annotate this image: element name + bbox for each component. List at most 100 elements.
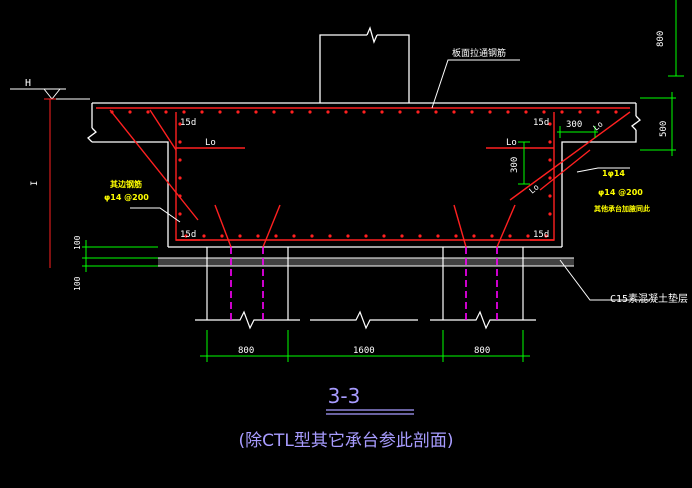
rebar-dot: [434, 110, 438, 114]
rebar-dot: [548, 176, 552, 180]
rebar-dot: [362, 110, 366, 114]
rebar-dot: [220, 234, 224, 238]
rebar-dot: [346, 234, 350, 238]
rebar-dot: [218, 110, 222, 114]
rebar-dot: [548, 194, 552, 198]
rebar-dot: [490, 234, 494, 238]
dim-800-right-pile: 800: [474, 346, 490, 356]
section-title: 3-3: [328, 384, 361, 408]
leader-lines: [130, 59, 650, 301]
note-right-rebar-1: 1φ14: [602, 169, 625, 178]
label-lo-left: Lo: [205, 138, 216, 148]
rebar-dot: [364, 234, 368, 238]
dim-800-left-pile: 800: [238, 346, 254, 356]
rebar-dot: [164, 110, 168, 114]
rebar-dot: [578, 110, 582, 114]
rebar-dot: [470, 110, 474, 114]
left-height-dimension: [44, 98, 56, 268]
dim-1600-spacing: 1600: [353, 346, 375, 356]
rebar-dot: [178, 140, 182, 144]
rebar-dot: [454, 234, 458, 238]
label-lo-diagonal-top: Lo: [592, 119, 605, 132]
pile-left: [195, 247, 300, 330]
level-mark: [10, 88, 90, 100]
level-mark-label: H: [25, 78, 31, 89]
rebar-dot: [290, 110, 294, 114]
rebar-dot: [382, 234, 386, 238]
dim-300-vertical: 300: [510, 157, 520, 173]
right-dimensions: [518, 0, 684, 185]
rebar-dot: [178, 176, 182, 180]
rebar-dot: [548, 158, 552, 162]
rebar-dot: [560, 110, 564, 114]
rebar-dot: [506, 110, 510, 114]
rebar-dot: [400, 234, 404, 238]
rebar-dot: [178, 158, 182, 162]
rebar-dot: [178, 212, 182, 216]
rebar-dot: [472, 234, 476, 238]
rebar-dot: [488, 110, 492, 114]
rebar-dot: [416, 110, 420, 114]
dim-100-lower: 100: [73, 276, 82, 291]
label-15d-top-left: 15d: [180, 118, 196, 128]
dim-300-horizontal: 300: [566, 120, 582, 130]
section-title-underline: [326, 409, 414, 415]
rebar-dot: [310, 234, 314, 238]
dim-500-right: 500: [659, 121, 669, 137]
rebar-dot: [436, 234, 440, 238]
rebar-dot: [614, 110, 618, 114]
rebar-dot: [524, 110, 528, 114]
column-outline: [319, 26, 410, 103]
rebar-dot: [548, 140, 552, 144]
ground-break-line: [310, 310, 418, 330]
rebar-dot: [184, 234, 188, 238]
rebar-dot: [202, 234, 206, 238]
label-15d-bottom-right: 15d: [533, 230, 549, 240]
rebar-dot: [272, 110, 276, 114]
section-subtitle: (除CTL型其它承台参此剖面): [239, 431, 454, 451]
rebar-dots: [110, 110, 618, 238]
note-cushion-layer: C15素混凝土垫层: [610, 292, 688, 305]
note-left-rebar-1: 其边钢筋: [110, 179, 142, 189]
rebar-dot: [542, 110, 546, 114]
rebar-dot: [548, 122, 552, 126]
left-height-label: I: [30, 181, 40, 186]
rebar-dot: [182, 110, 186, 114]
rebar-dot: [508, 234, 512, 238]
rebar-dot: [110, 110, 114, 114]
rebar-dot: [254, 110, 258, 114]
rebar-dot: [200, 110, 204, 114]
cushion-layer: [158, 257, 574, 267]
bottom-dimensions: [200, 330, 530, 362]
rebar-dot: [380, 110, 384, 114]
dim-100-upper: 100: [73, 235, 82, 250]
pile-cap-outline: [87, 102, 641, 248]
rebar-dot: [418, 234, 422, 238]
rebar-dot: [326, 110, 330, 114]
rebar-dot: [526, 234, 530, 238]
rebar-dot: [328, 234, 332, 238]
rebar-dot: [596, 110, 600, 114]
rebar-dot: [292, 234, 296, 238]
note-left-rebar-2: φ14 @200: [104, 193, 149, 202]
rebar-dot: [146, 110, 150, 114]
rebar-dot: [178, 194, 182, 198]
rebar-dot: [178, 122, 182, 126]
rebar-dot: [544, 234, 548, 238]
label-lo-right: Lo: [506, 138, 517, 148]
cushion-dimensions: [82, 240, 158, 272]
rebar-cage: [96, 107, 631, 248]
note-top-through-rebar: 板面拉通钢筋: [452, 47, 506, 59]
dim-800-top-right: 800: [656, 31, 666, 47]
note-right-rebar-3: 其他承台加腋同此: [594, 204, 650, 213]
label-15d-top-right: 15d: [533, 118, 549, 128]
rebar-dot: [452, 110, 456, 114]
note-right-rebar-2: φ14 @200: [598, 188, 643, 197]
rebar-dot: [238, 234, 242, 238]
rebar-dot: [398, 110, 402, 114]
rebar-dot: [308, 110, 312, 114]
rebar-dot: [274, 234, 278, 238]
rebar-dot: [548, 212, 552, 216]
rebar-dot: [256, 234, 260, 238]
